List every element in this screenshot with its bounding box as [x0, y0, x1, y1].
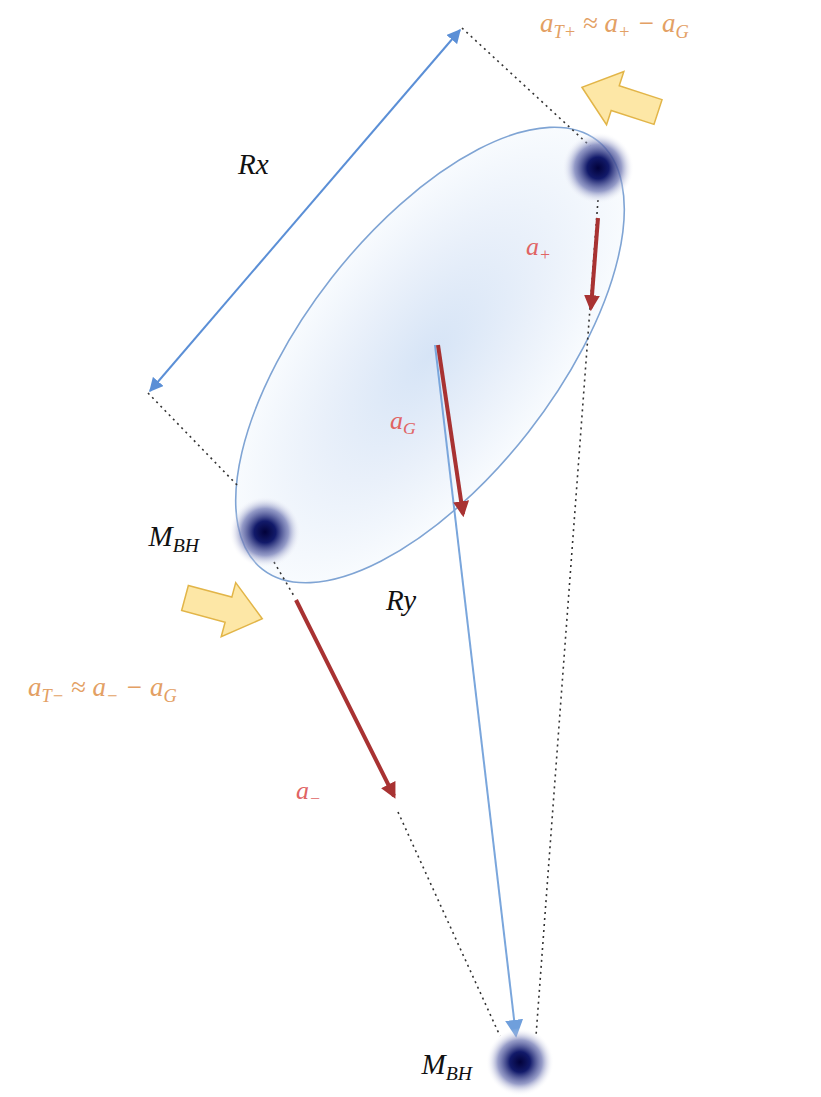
- tidal-formula: aT+ ≈ a+ − aG: [540, 8, 689, 43]
- symbol: Rx: [238, 148, 269, 180]
- tidal-arrows: [178, 61, 667, 646]
- symbol: a: [28, 672, 42, 702]
- ry-vector: [435, 345, 516, 1036]
- black-hole: MBH: [486, 1028, 554, 1096]
- acceleration-label: aG: [390, 406, 416, 439]
- subscript: −: [309, 788, 321, 808]
- tidal-formula: aT− ≈ a− − aG: [28, 672, 177, 707]
- subscript: T−: [42, 686, 65, 706]
- subscript: G: [164, 686, 177, 706]
- acceleration-label: a+: [526, 232, 551, 265]
- black-hole-shape: [486, 1028, 554, 1096]
- symbol: M: [422, 1048, 446, 1080]
- subscript: BH: [446, 1062, 472, 1084]
- symbol: ≈ a: [64, 672, 106, 702]
- symbol: − a: [118, 672, 163, 702]
- acceleration-arrows: [296, 218, 598, 796]
- subscript: −: [106, 686, 118, 706]
- black-hole: MBH: [229, 496, 301, 568]
- subscript: G: [676, 22, 689, 42]
- subscript: G: [403, 418, 416, 438]
- acceleration-label: a−: [296, 776, 321, 809]
- symbol: M: [149, 520, 173, 552]
- subscript: +: [618, 22, 630, 42]
- symbol: a: [540, 8, 554, 38]
- symbol: a: [526, 232, 539, 261]
- black-hole-shape: [229, 496, 301, 568]
- galaxy-ellipse: [164, 64, 696, 647]
- symbol: a: [390, 406, 403, 435]
- subscript: BH: [173, 534, 199, 556]
- subscript: T+: [554, 22, 577, 42]
- subscript: +: [539, 244, 551, 264]
- symbol: Ry: [386, 584, 416, 616]
- black-hole-glow: [229, 496, 301, 568]
- rx-dimension: [150, 30, 460, 391]
- black-hole: [562, 132, 634, 204]
- guide-lines: [148, 28, 598, 1036]
- symbol: ≈ a: [576, 8, 618, 38]
- dimension-label: Rx: [238, 148, 269, 181]
- dimension-label: Ry: [386, 584, 416, 617]
- symbol: − a: [630, 8, 675, 38]
- mass-label: MBH: [149, 520, 199, 557]
- mass-label: MBH: [422, 1048, 472, 1085]
- symbol: a: [296, 776, 309, 805]
- black-hole-glow: [486, 1028, 554, 1096]
